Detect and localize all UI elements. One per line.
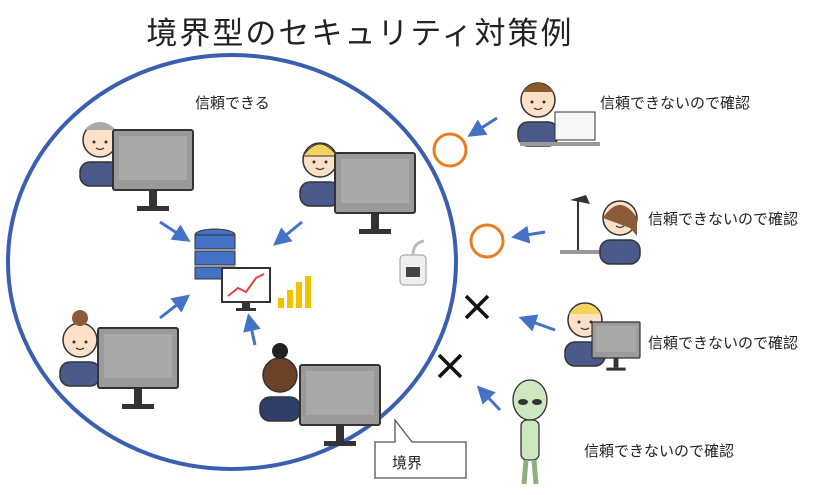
internal-arrows xyxy=(159,220,303,346)
untrusted-label-3: 信頼できないので確認 xyxy=(648,334,799,352)
analytics-monitor-icon xyxy=(221,267,271,311)
boundary-callout xyxy=(374,418,467,479)
user-workstation-icon xyxy=(299,142,416,235)
block-x-icon xyxy=(464,294,490,320)
external-arrows xyxy=(467,116,556,412)
bar-chart-icon xyxy=(278,276,311,308)
network-boundary xyxy=(6,53,458,471)
external-user-icon xyxy=(564,302,641,372)
user-workstation-icon xyxy=(59,310,179,410)
page-title: 境界型のセキュリティ対策例 xyxy=(146,16,574,52)
external-user-icon xyxy=(517,82,600,147)
untrusted-label-1: 信頼できないので確認 xyxy=(600,94,751,112)
lan-port-icon xyxy=(399,239,427,286)
user-workstation-icon xyxy=(79,122,194,212)
user-workstation-icon xyxy=(259,343,381,447)
block-x-icon xyxy=(437,353,463,379)
untrusted-label-4: 信頼できないので確認 xyxy=(584,442,735,460)
ok-circle-icon xyxy=(469,223,505,259)
trusted-label: 信頼できる xyxy=(195,94,270,112)
alien-icon xyxy=(512,379,548,485)
untrusted-label-2: 信頼できないので確認 xyxy=(648,210,799,228)
external-user-icon xyxy=(560,195,641,265)
boundary-callout-label: 境界 xyxy=(392,454,423,472)
ok-circle-icon xyxy=(432,132,468,168)
